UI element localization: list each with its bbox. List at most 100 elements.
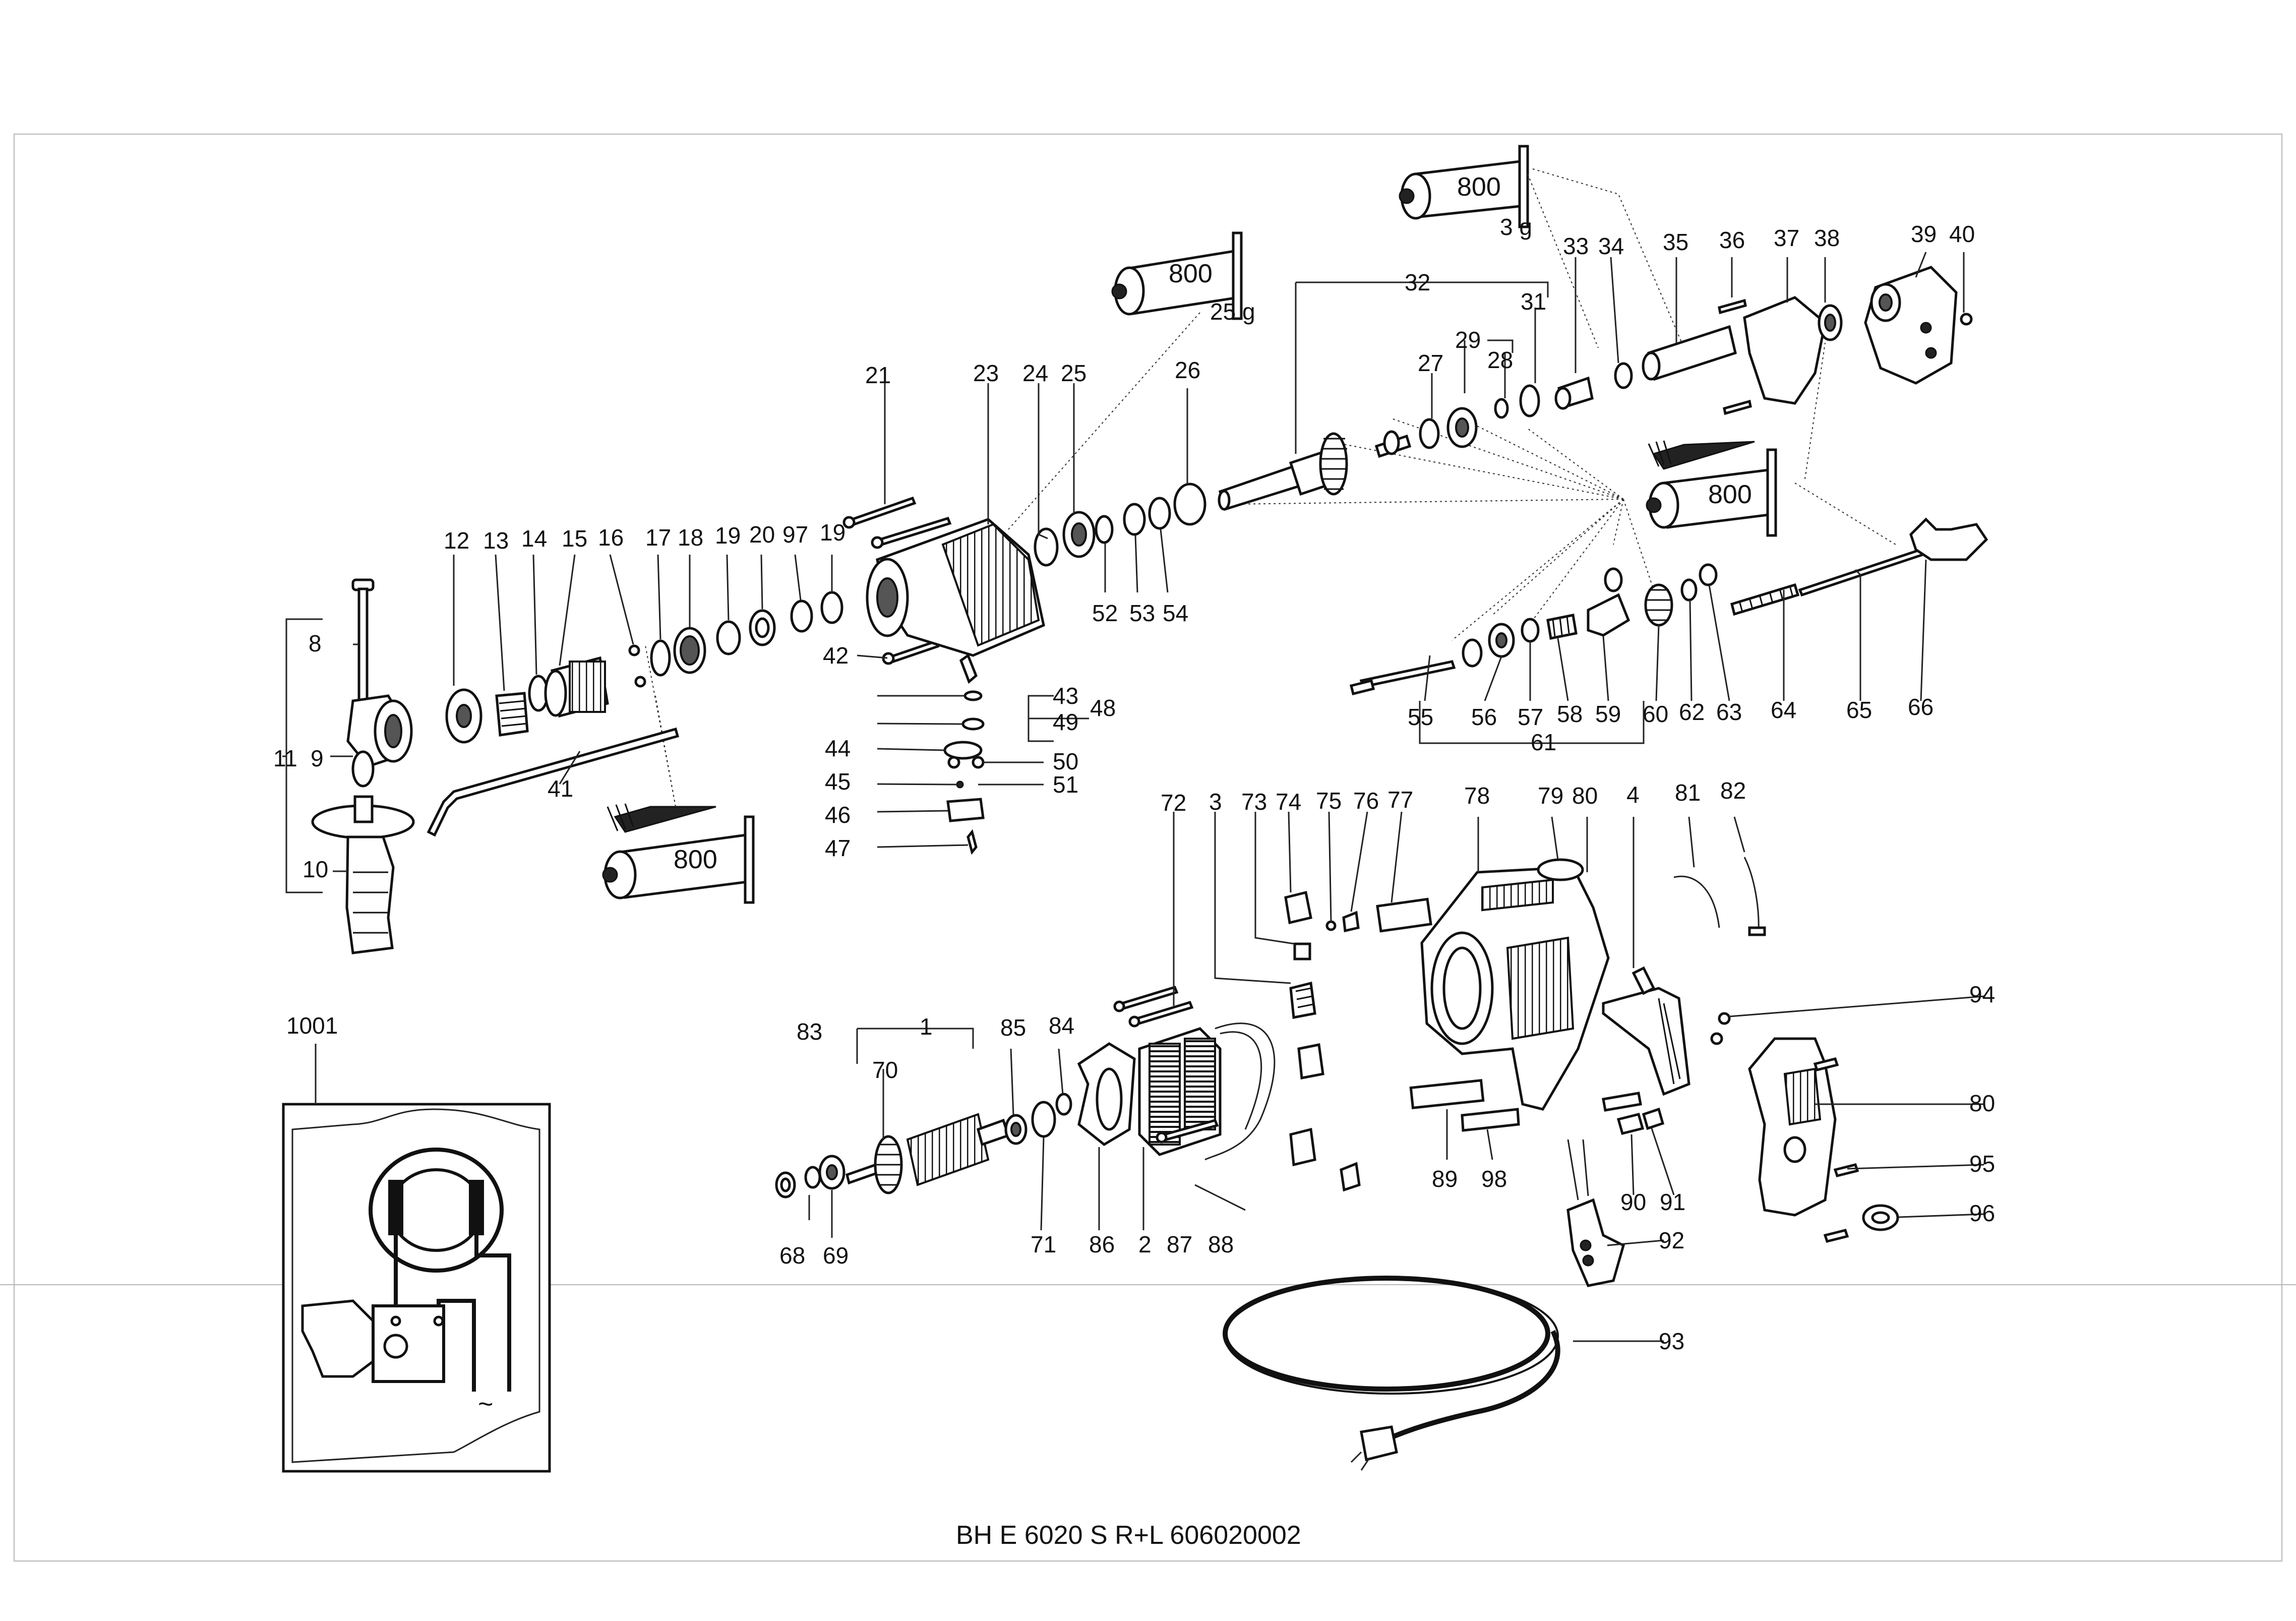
label-62: 62 — [1679, 699, 1705, 725]
label-82: 82 — [1720, 777, 1746, 804]
label-91: 91 — [1660, 1189, 1685, 1215]
label-47: 47 — [825, 835, 851, 861]
label-93: 93 — [1659, 1328, 1684, 1354]
label-23: 23 — [973, 360, 999, 386]
drive-parts — [1349, 517, 1988, 696]
tube-label: 800 — [1708, 480, 1752, 509]
selector-parts — [943, 653, 985, 855]
label-39: 39 — [1911, 221, 1937, 247]
grease-tube-lower-left: 800 — [602, 803, 755, 904]
label-53: 53 — [1129, 600, 1155, 626]
label-45: 45 — [825, 768, 851, 795]
gear-housing-parts — [445, 483, 1206, 744]
tube-label: 800 — [674, 845, 717, 874]
label-57: 57 — [1518, 704, 1543, 730]
label-81: 81 — [1675, 779, 1701, 806]
label-28: 28 — [1487, 347, 1513, 373]
label-34: 34 — [1598, 233, 1624, 259]
label-42: 42 — [823, 642, 849, 669]
label-84: 84 — [1049, 1012, 1074, 1039]
label-65: 65 — [1846, 697, 1872, 723]
handle-shell — [1748, 1037, 1899, 1243]
label-80-a: 80 — [1572, 783, 1598, 809]
label-89: 89 — [1432, 1166, 1458, 1192]
label-24: 24 — [1022, 360, 1048, 386]
label-76: 76 — [1353, 788, 1379, 814]
grease-tube-3g: 800 3 g — [1399, 145, 1532, 240]
label-61: 61 — [1531, 729, 1556, 755]
label-97: 97 — [782, 521, 808, 548]
label-85: 85 — [1000, 1014, 1026, 1041]
label-95: 95 — [1969, 1151, 1995, 1177]
label-64: 64 — [1771, 697, 1796, 723]
label-1: 1 — [920, 1013, 933, 1040]
label-1001: 1001 — [286, 1012, 338, 1039]
label-79: 79 — [1538, 783, 1563, 809]
label-15: 15 — [562, 525, 587, 552]
label-16: 16 — [598, 524, 624, 551]
side-handle-assembly — [282, 578, 415, 954]
label-78: 78 — [1464, 783, 1490, 809]
label-38: 38 — [1814, 225, 1840, 251]
label-70: 70 — [872, 1057, 898, 1083]
drawing-title: BH E 6020 S R+L 606020002 — [956, 1521, 1301, 1550]
leader-lines — [315, 252, 1984, 1342]
switch-parts — [1602, 857, 1766, 1135]
label-31: 31 — [1521, 288, 1546, 315]
label-96: 96 — [1969, 1200, 1995, 1226]
label-48: 48 — [1090, 695, 1116, 721]
label-33: 33 — [1563, 233, 1589, 259]
label-9: 9 — [311, 745, 324, 771]
label-75: 75 — [1316, 788, 1342, 814]
label-66: 66 — [1908, 694, 1934, 720]
label-14: 14 — [521, 525, 547, 552]
label-20: 20 — [749, 521, 775, 548]
label-52: 52 — [1092, 600, 1118, 626]
label-55: 55 — [1408, 704, 1433, 730]
tube-label: 800 — [1457, 172, 1501, 202]
grease-tube-right: 800 — [1646, 440, 1777, 537]
label-32: 32 — [1405, 269, 1430, 295]
label-56: 56 — [1471, 704, 1497, 730]
grease-leaders — [645, 168, 1896, 807]
label-74: 74 — [1276, 789, 1301, 815]
label-46: 46 — [825, 802, 851, 828]
label-4: 4 — [1626, 782, 1640, 808]
motor-parts — [775, 985, 1276, 1211]
label-25: 25 — [1061, 360, 1086, 386]
label-71: 71 — [1031, 1231, 1056, 1257]
power-cord — [1223, 1139, 1625, 1471]
label-54: 54 — [1163, 600, 1188, 626]
label-19-b: 19 — [820, 519, 845, 546]
shaft-assembly — [1218, 266, 1973, 511]
label-41: 41 — [548, 775, 573, 802]
label-73: 73 — [1241, 789, 1267, 815]
label-50: 50 — [1053, 748, 1078, 774]
page-frame — [13, 133, 2283, 1562]
label-3: 3 — [1209, 789, 1222, 815]
motor-housing — [1376, 858, 1610, 1132]
brush-holder-parts — [1284, 890, 1361, 1192]
label-87: 87 — [1167, 1231, 1192, 1257]
label-63: 63 — [1716, 699, 1742, 725]
label-92: 92 — [1659, 1227, 1684, 1253]
ac-symbol: ~ — [478, 1390, 493, 1419]
label-12: 12 — [444, 527, 469, 554]
label-44: 44 — [825, 735, 851, 761]
label-13: 13 — [483, 527, 509, 554]
label-17: 17 — [645, 524, 671, 551]
label-40: 40 — [1949, 221, 1975, 247]
label-29: 29 — [1455, 327, 1481, 353]
label-10: 10 — [303, 856, 328, 882]
label-59: 59 — [1595, 701, 1621, 727]
label-69: 69 — [823, 1242, 849, 1269]
label-8: 8 — [309, 630, 322, 656]
label-36: 36 — [1719, 227, 1745, 253]
label-68: 68 — [779, 1242, 805, 1269]
part-labels: 21 23 24 25 26 32 31 29 28 27 33 34 35 3… — [273, 221, 1995, 1354]
label-21: 21 — [865, 362, 891, 388]
label-98: 98 — [1481, 1166, 1507, 1192]
label-88: 88 — [1208, 1231, 1234, 1257]
label-58: 58 — [1557, 701, 1583, 727]
